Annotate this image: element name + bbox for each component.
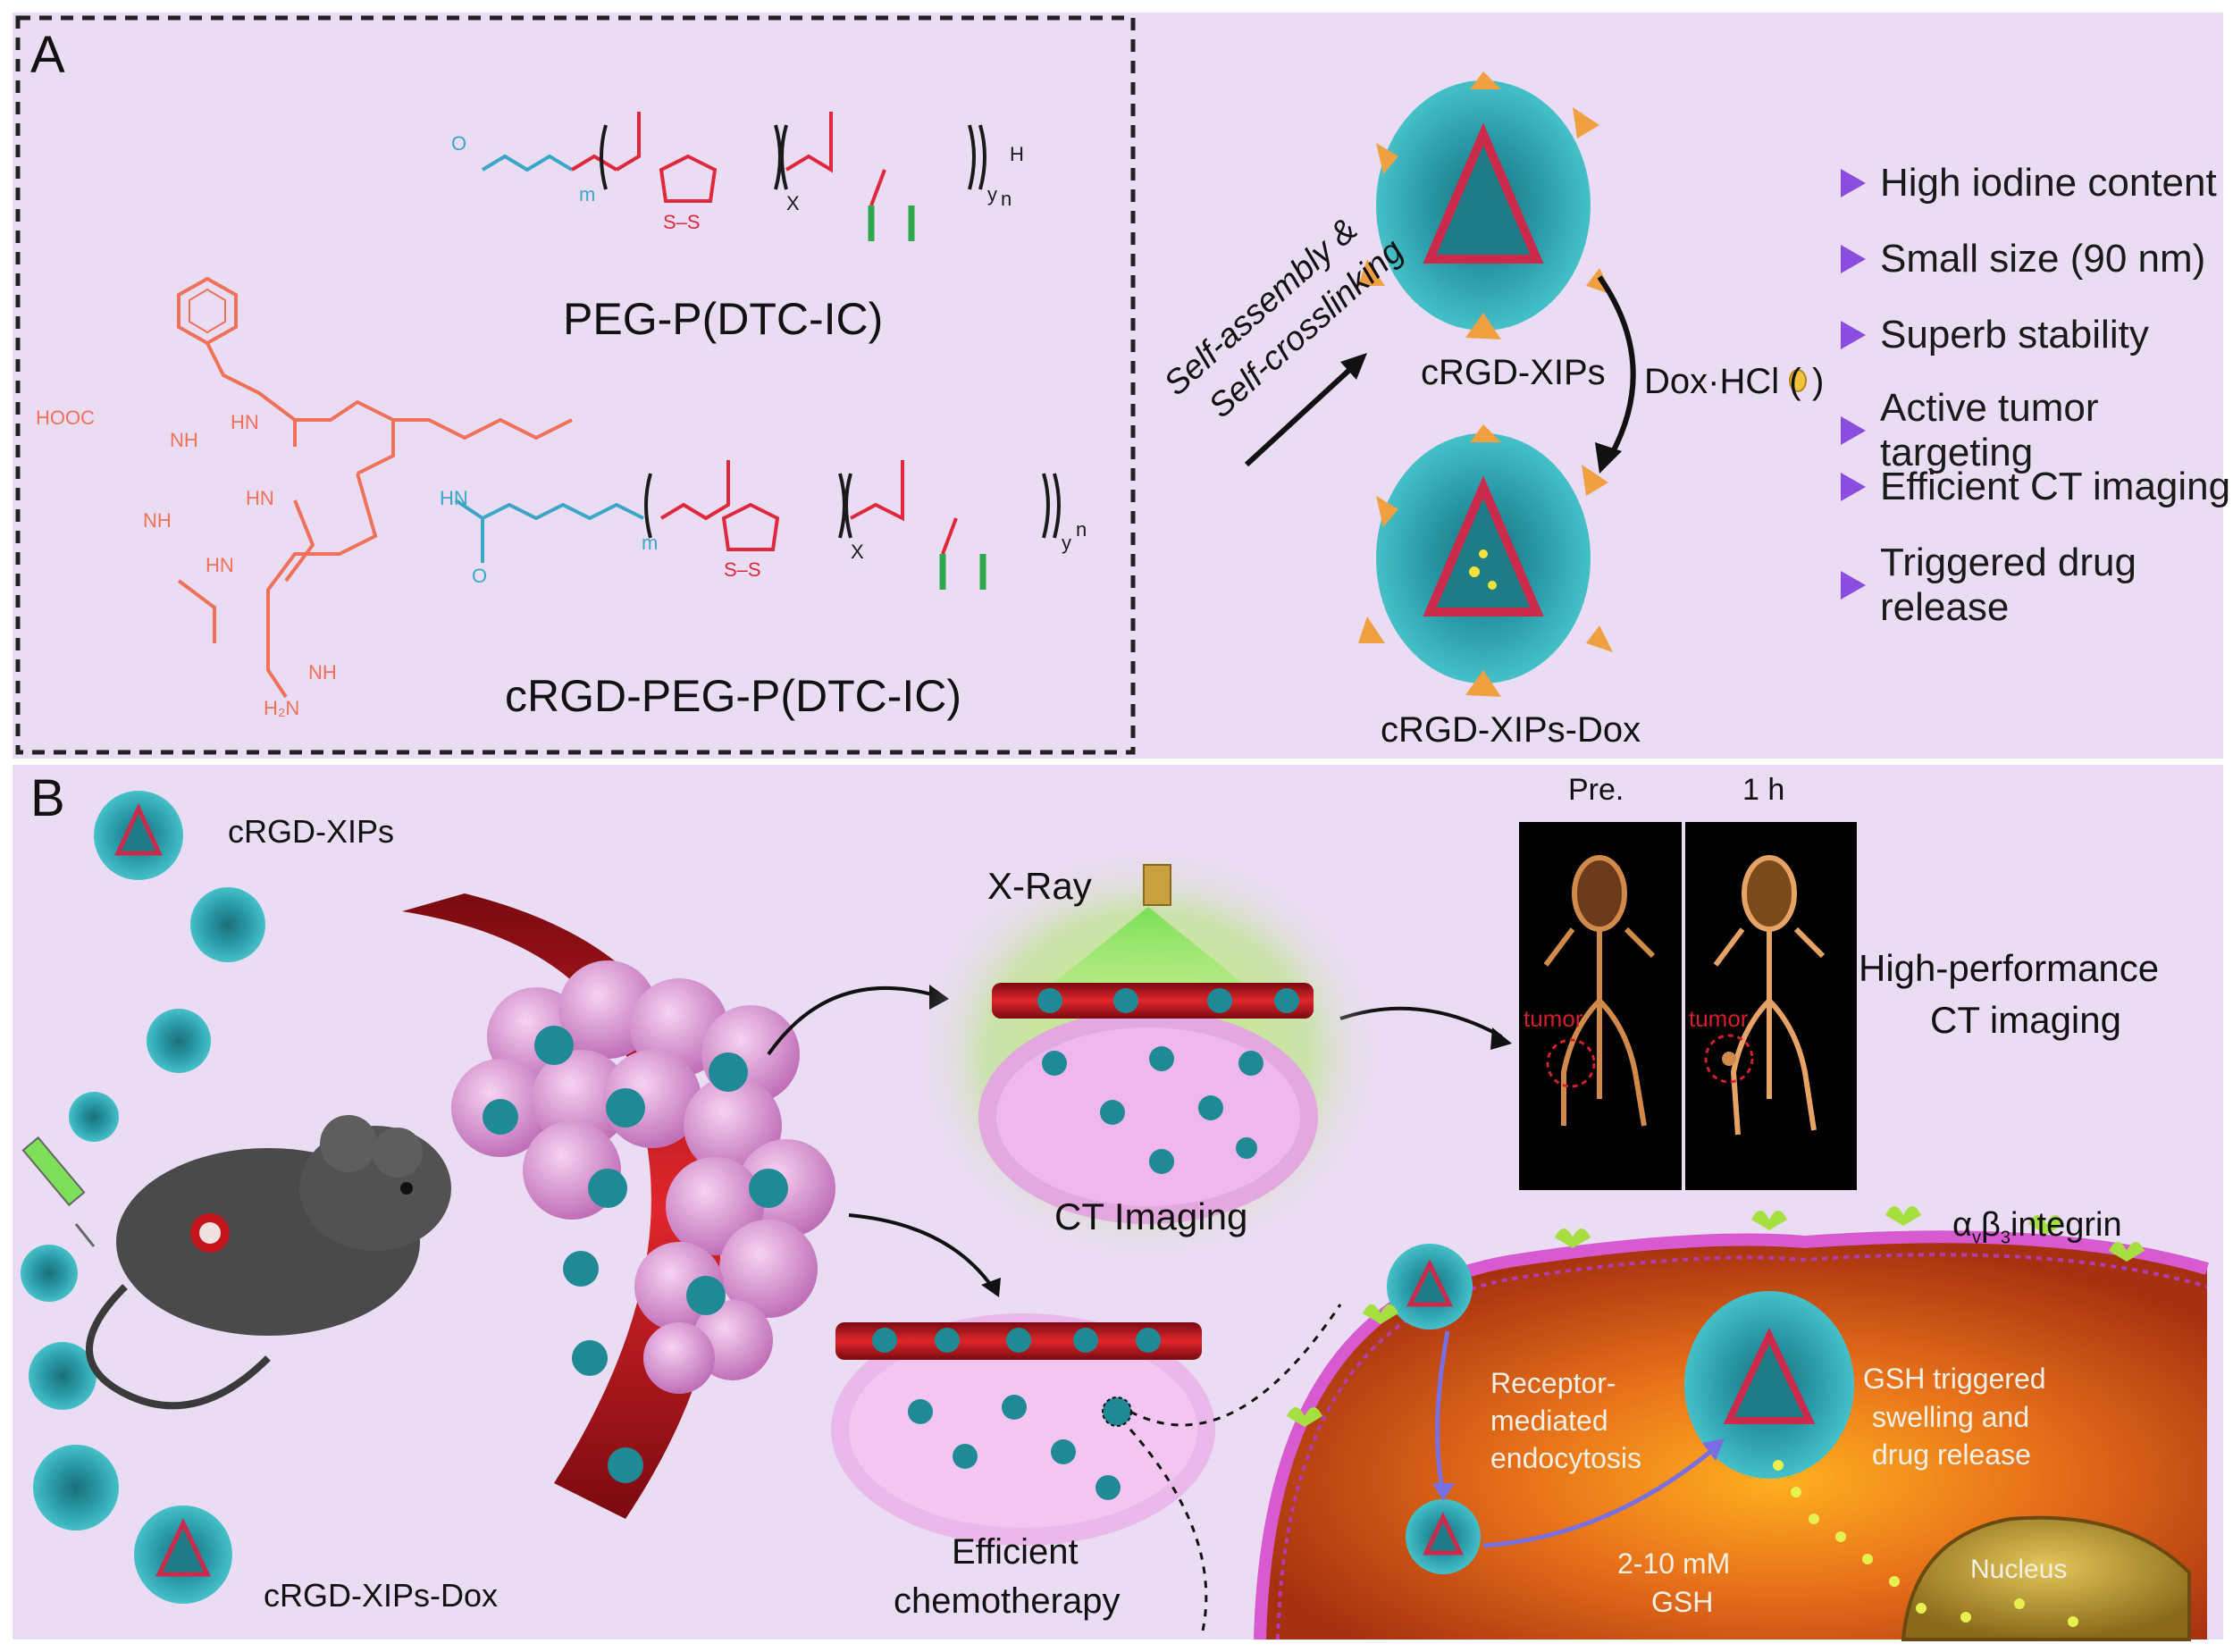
panel-a-background [13, 13, 2223, 759]
arrow-to-chemo [848, 1213, 994, 1288]
x-subscript-1: X [786, 192, 800, 214]
legend-label-xips-dox: cRGD-XIPs-Dox [264, 1577, 499, 1614]
nucleus-label: Nucleus [1970, 1555, 2068, 1584]
h2n-group: H₂N [264, 697, 300, 719]
integrin-receptor-icons [1287, 1206, 2145, 1427]
n-subscript-1: n [1001, 188, 1012, 210]
peg-p-dtc-ic-structure [481, 112, 986, 241]
particle-label-xips-dox: cRGD-XIPs-Dox [1381, 710, 1641, 750]
crgd-xips-dox-particle [1358, 424, 1613, 697]
feature-item-4: Active tumor targeting [1841, 386, 2233, 475]
peg-m-subscript: m [579, 183, 596, 205]
y-subscript-1: y [987, 183, 997, 205]
panel-a-letter: A [30, 26, 65, 84]
mouse-icon [86, 1115, 451, 1410]
legend-particles [21, 791, 265, 1604]
tumor-label-pre: tumor [1524, 1005, 1583, 1032]
tumor-cluster [451, 960, 835, 1394]
dox-loading-label-end: ) [1812, 362, 1825, 401]
dtc-disulfide-2: S–S [724, 558, 761, 581]
legend-label-xips: cRGD-XIPs [228, 813, 395, 850]
gsh-release-label-1: GSH triggered [1863, 1363, 2046, 1395]
h-terminus: H [1010, 143, 1024, 165]
dox-loading-label: Dox·HCl ( [1644, 362, 1801, 401]
feature-item-1: High iodine content [1841, 161, 2217, 205]
nh-group-3: NH [308, 661, 337, 683]
hooc-group: HOOC [36, 407, 95, 429]
hn-group-3: HN [206, 554, 234, 576]
crgd-xips-particle [1358, 71, 1613, 340]
nh-group-2: NH [143, 509, 172, 532]
tumor-label-1h: tumor [1689, 1005, 1749, 1032]
nh-group-1: NH [170, 429, 198, 451]
ct-imaging-label: CT Imaging [1054, 1195, 1248, 1237]
receptor-label-1: Receptor- [1490, 1367, 1616, 1399]
feature-item-3: Superb stability [1841, 313, 2149, 357]
feature-item-2: Small size (90 nm) [1841, 237, 2205, 281]
hn-group-link: HN [440, 487, 468, 509]
assembly-arrow [1244, 359, 1361, 467]
crgd-structure [177, 276, 573, 699]
link-o-atom: O [472, 565, 488, 587]
peg-m-subscript-2: m [642, 532, 659, 554]
ct-scene [916, 849, 1381, 1260]
y-subscript-2: y [1062, 532, 1071, 554]
peg-o-atom: O [451, 132, 467, 155]
scan-label-1h: 1 h [1742, 773, 1785, 807]
gsh-release-label-2: swelling and [1872, 1401, 2030, 1433]
gsh-release-label-3: drug release [1872, 1438, 2031, 1471]
xray-source-icon [1143, 864, 1171, 906]
polymer-label-peg: PEG-P(DTC-IC) [563, 294, 884, 344]
ct-mouse-pre [1543, 855, 1656, 1127]
n-subscript-2: n [1076, 518, 1087, 541]
dox-loading-arrow [1597, 275, 1636, 462]
receptor-label-3: endocytosis [1490, 1442, 1641, 1474]
tumor-cell [1254, 1230, 2209, 1641]
feature-item-6: Triggered drug release [1841, 541, 2233, 630]
high-performance-label-1: High-performance [1859, 947, 2160, 989]
integrin-label: αvβ3integrin [1952, 1206, 2122, 1248]
syringe-icon [21, 1136, 96, 1247]
receptor-label-2: mediated [1490, 1405, 1608, 1437]
gsh-concentration-2: GSH [1651, 1586, 1714, 1618]
crgd-polymer-block [644, 460, 1061, 590]
x-subscript-2: X [851, 541, 864, 563]
chemo-scene [831, 1313, 1215, 1546]
particle-label-xips: cRGD-XIPs [1421, 353, 1606, 392]
dox-drop-icon [1789, 369, 1807, 392]
chemo-label-2: chemotherapy [894, 1581, 1121, 1621]
hn-group-2: HN [246, 487, 274, 509]
hn-group-1: HN [231, 411, 259, 433]
scan-label-pre: Pre. [1568, 773, 1624, 807]
polymer-label-crgd: cRGD-PEG-P(DTC-IC) [505, 671, 962, 721]
panel-b-letter: B [30, 769, 65, 827]
panel-a-dashed-frame [15, 15, 1136, 755]
chemo-label-1: Efficient [952, 1532, 1079, 1572]
high-performance-label-2: CT imaging [1930, 999, 2121, 1041]
gsh-concentration-1: 2-10 mM [1617, 1547, 1731, 1580]
arrow-to-ct [767, 985, 939, 1056]
xray-label: X-Ray [987, 865, 1092, 907]
feature-item-5: Efficient CT imaging [1841, 465, 2230, 509]
crgd-peg-link [454, 499, 644, 563]
ct-mouse-1h [1704, 855, 1826, 1136]
dtc-disulfide-1: S–S [663, 211, 701, 233]
